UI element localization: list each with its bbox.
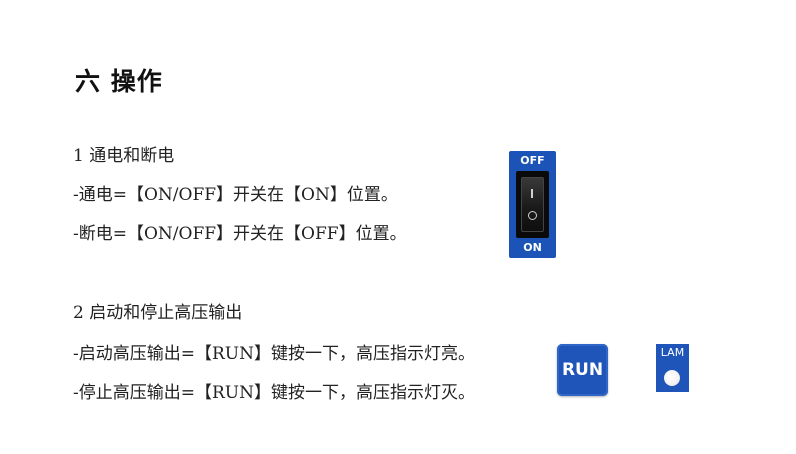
switch-body (516, 171, 549, 238)
indicator-lamp-icon (664, 370, 680, 386)
power-on-instruction: -通电=【ON/OFF】开关在【ON】位置。 (73, 185, 398, 205)
power-off-mark-icon (528, 211, 537, 220)
switch-off-label: OFF (520, 154, 545, 167)
hv-heading: 2 启动和停止高压输出 (73, 303, 243, 323)
power-on-mark-icon (531, 189, 533, 198)
section-title: 六 操作 (75, 67, 163, 96)
hv-start-instruction: -启动高压输出=【RUN】键按一下，高压指示灯亮。 (73, 344, 475, 364)
run-key-button[interactable]: RUN (557, 344, 608, 396)
power-off-instruction: -断电=【ON/OFF】开关在【OFF】位置。 (73, 224, 407, 244)
power-heading: 1 通电和断电 (73, 146, 175, 166)
rocker-switch-icon[interactable] (521, 177, 544, 232)
hv-stop-instruction: -停止高压输出=【RUN】键按一下，高压指示灯灭。 (73, 383, 475, 403)
on-off-switch[interactable]: OFF ON (509, 151, 556, 258)
hv-indicator-panel: LAM (656, 344, 689, 392)
lam-label: LAM (660, 346, 685, 359)
switch-on-label: ON (523, 241, 542, 254)
